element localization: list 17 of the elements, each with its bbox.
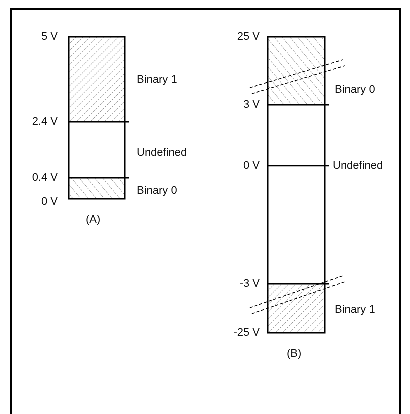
voltage-label: -3 V xyxy=(240,278,260,291)
region-label: Undefined xyxy=(137,147,188,160)
region-label: Binary 1 xyxy=(137,74,178,87)
voltage-label: 0 V xyxy=(243,160,260,173)
region-label: Binary 0 xyxy=(137,185,178,198)
region-label: Undefined xyxy=(333,160,384,173)
region-label: Binary 1 xyxy=(335,304,376,317)
voltage-label: 2.4 V xyxy=(32,116,58,129)
voltage-label: -25 V xyxy=(234,327,260,340)
voltage-label: 5 V xyxy=(41,31,58,44)
figure-label: (A) xyxy=(86,214,101,227)
figure-label: (B) xyxy=(287,348,302,361)
region-label: Binary 0 xyxy=(335,84,376,97)
voltage-label: 0 V xyxy=(41,196,58,209)
voltage-label: 25 V xyxy=(237,31,260,44)
voltage-label: 0.4 V xyxy=(32,172,58,185)
voltage-label: 3 V xyxy=(243,99,260,112)
